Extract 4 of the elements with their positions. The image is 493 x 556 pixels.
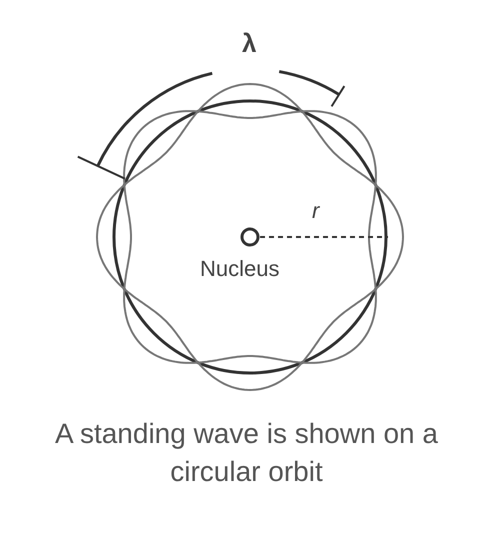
wavelength-label: λ	[242, 30, 256, 56]
nucleus-label: Nucleus	[200, 258, 280, 280]
caption: A standing wave is shown on a circular orbit	[54, 417, 439, 489]
radius-label: r	[312, 200, 320, 222]
